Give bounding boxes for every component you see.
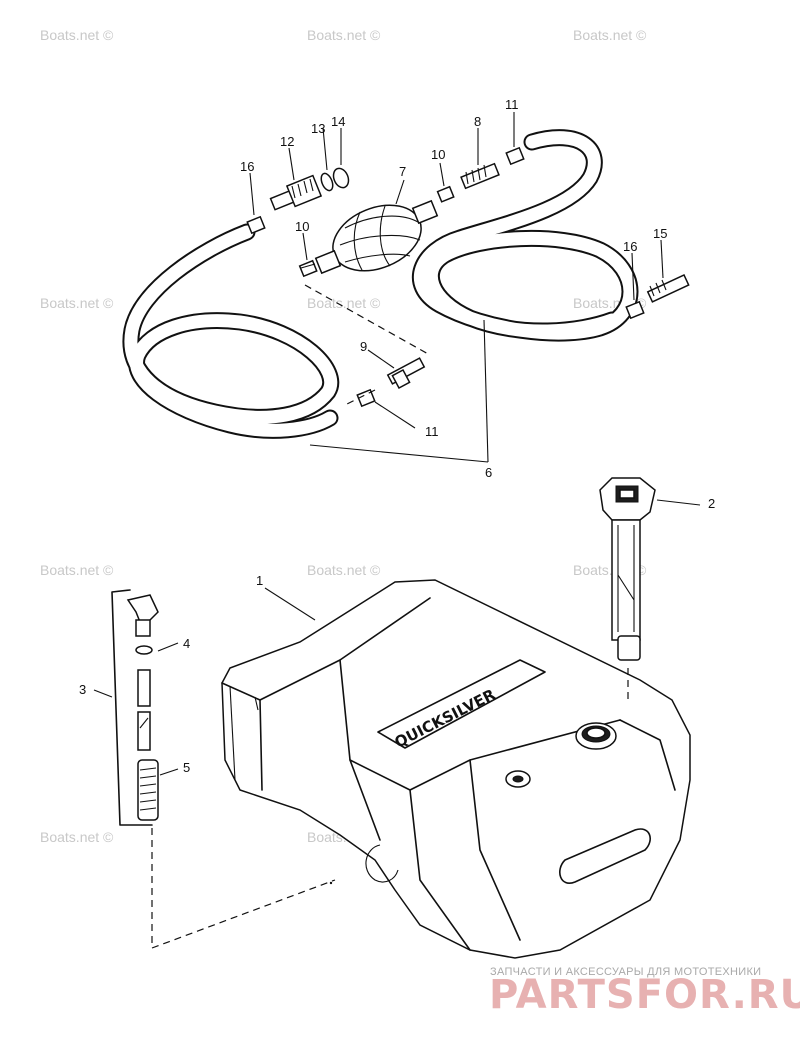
connector-15[interactable] xyxy=(646,274,690,303)
pickup-elbow[interactable] xyxy=(126,594,159,637)
callout-5: 5 xyxy=(183,760,190,775)
fuel-gauge[interactable] xyxy=(599,477,656,661)
assembly-lines-tank xyxy=(151,668,629,949)
watermark-text: Boats.net © xyxy=(40,829,114,845)
callout-16-left: 16 xyxy=(240,159,254,174)
brand-tagline: ЗАПЧАСТИ И АКСЕССУАРЫ ДЛЯ МОТОТЕХНИКИ xyxy=(490,966,761,978)
pickup-tube[interactable] xyxy=(137,669,151,751)
callout-labels: 1 2 3 4 5 6 7 8 9 10 10 11 11 12 13 14 1… xyxy=(79,97,715,775)
callout-11-bottom: 11 xyxy=(425,424,439,439)
callout-4: 4 xyxy=(183,636,190,651)
o-ring-13[interactable] xyxy=(319,172,335,192)
callout-9: 9 xyxy=(360,339,367,354)
connector-8[interactable] xyxy=(460,162,500,190)
stray-dot xyxy=(329,881,333,885)
watermark-text: Boats.net © xyxy=(307,27,381,43)
watermark-text: Boats.net © xyxy=(40,27,114,43)
primer-bulb[interactable] xyxy=(314,193,439,283)
fuel-hose-right[interactable] xyxy=(411,129,639,342)
o-ring-14[interactable] xyxy=(331,166,351,190)
watermark-text: Boats.net © xyxy=(40,295,114,311)
assembly-lines-hose xyxy=(304,284,431,406)
hose-clamp-10-left[interactable] xyxy=(298,259,318,278)
callout-15: 15 xyxy=(653,226,667,241)
callout-16-right: 16 xyxy=(623,239,637,254)
brand-logo: PARTSFOR.RU xyxy=(489,972,800,1018)
watermark-text: Boats.net © xyxy=(307,295,381,311)
callout-2: 2 xyxy=(708,496,715,511)
callout-10-top: 10 xyxy=(431,147,445,162)
o-ring-4[interactable] xyxy=(135,645,153,655)
connector-9[interactable] xyxy=(386,357,426,390)
brand-footer: ЗАПЧАСТИ И АКСЕССУАРЫ ДЛЯ МОТОТЕХНИКИ PA… xyxy=(489,966,800,1018)
fuel-hose-left[interactable] xyxy=(122,223,340,439)
hose-clamp-16-left[interactable] xyxy=(246,215,266,235)
watermark-text: Boats.net © xyxy=(573,27,647,43)
connector-12[interactable] xyxy=(269,174,323,211)
hose-clamp-10-right[interactable] xyxy=(436,185,455,203)
callout-7: 7 xyxy=(399,164,406,179)
callout-10-bottom: 10 xyxy=(295,219,309,234)
hose-clamp-11-bottom[interactable] xyxy=(356,388,376,408)
watermark-text: Boats.net © xyxy=(307,562,381,578)
callout-6: 6 xyxy=(485,465,492,480)
callout-11-top: 11 xyxy=(505,97,519,112)
callout-3: 3 xyxy=(79,682,86,697)
fuel-tank[interactable] xyxy=(221,579,691,959)
hose-clamp-16-right[interactable] xyxy=(625,300,645,320)
callout-13: 13 xyxy=(311,121,325,136)
callout-14: 14 xyxy=(331,114,345,129)
callout-8: 8 xyxy=(474,114,481,129)
leader-lines xyxy=(93,112,701,776)
hose-clamp-11-top[interactable] xyxy=(505,146,525,166)
filter-screen-5[interactable] xyxy=(137,759,159,821)
callout-1: 1 xyxy=(256,573,263,588)
callout-12: 12 xyxy=(280,134,294,149)
pickup-assembly-bracket xyxy=(111,589,153,826)
watermark-text: Boats.net © xyxy=(40,562,114,578)
